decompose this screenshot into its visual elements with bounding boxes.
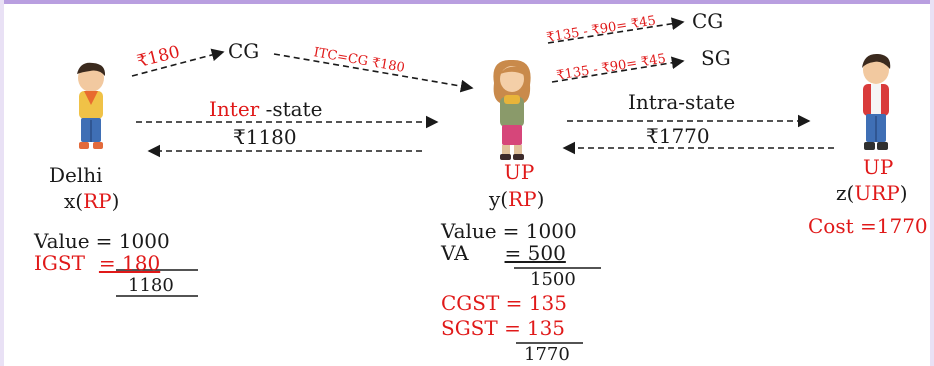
y-va-row: VA= 500 <box>441 241 566 265</box>
person-y-figure <box>493 59 531 160</box>
left-border <box>0 0 4 366</box>
x-igst-row: IGST= 180 <box>34 251 161 275</box>
z-cost: Cost =1770 <box>808 214 928 238</box>
x-place: Delhi <box>49 163 103 187</box>
right-border <box>930 0 934 366</box>
z-identity: z(URP) <box>836 181 908 205</box>
y-identity: y(RP) <box>489 187 545 211</box>
y-place: UP <box>504 160 535 184</box>
arrow-cg-to-y <box>273 53 474 93</box>
y-cgst-row: CGST = 135 <box>441 291 567 315</box>
person-x-figure <box>77 62 106 149</box>
cg-right-label: CG <box>692 9 724 33</box>
z-status: URP <box>854 181 900 205</box>
y-value-row: Value= 1000 <box>441 219 577 243</box>
intra-state-label: Intra-state <box>628 90 736 114</box>
x-total: 1180 <box>128 275 174 296</box>
top-border <box>0 0 934 4</box>
y-sgst-row: SGST =135 <box>441 316 566 340</box>
x-value-row: Value= 1000 <box>34 229 170 253</box>
arrow-y-to-sg <box>551 56 685 83</box>
z-place: UP <box>863 155 894 179</box>
inter-state-amount: ₹1180 <box>233 125 297 149</box>
arrow-x-to-cg <box>131 48 225 77</box>
person-z-figure <box>862 53 891 150</box>
y-status: RP <box>508 187 537 211</box>
intra-state-amount: ₹1770 <box>646 124 710 148</box>
y-subtotal: 1500 <box>530 269 576 290</box>
cg-label: CG <box>228 39 260 63</box>
x-identity: x(RP) <box>64 189 120 213</box>
inter-word: Inter <box>209 97 260 121</box>
inter-state-label: Inter -state <box>209 99 322 119</box>
sg-right-label: SG <box>701 46 731 70</box>
arrow-y-to-cg <box>547 17 685 44</box>
inter-rest: -state <box>259 97 323 121</box>
y-total: 1770 <box>524 344 570 365</box>
x-status: RP <box>83 189 112 213</box>
